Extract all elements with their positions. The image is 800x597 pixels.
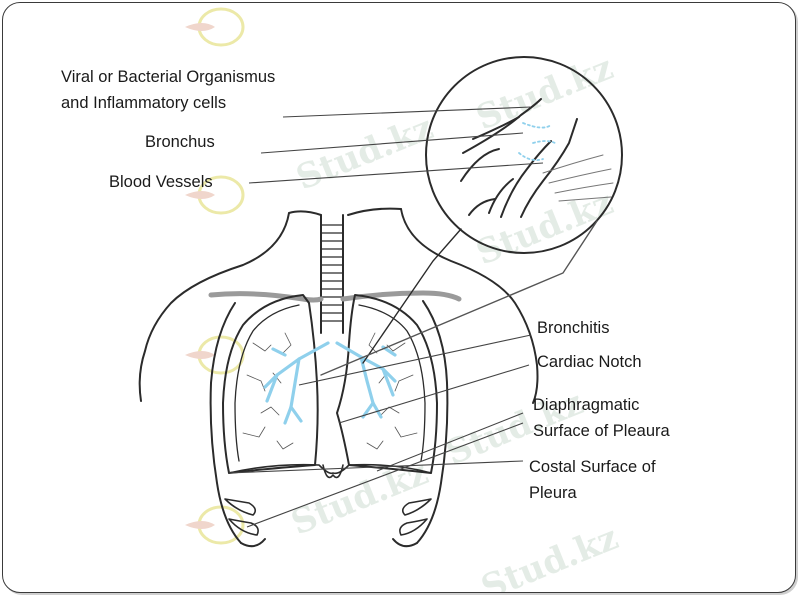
- label-cardiac-notch: Cardiac Notch: [537, 353, 642, 371]
- label-bronchitis: Bronchitis: [537, 319, 610, 337]
- leader-organisms: [282, 106, 532, 118]
- leader-costal: [228, 460, 524, 474]
- right-lung: [336, 294, 438, 474]
- rib-cage: [209, 300, 449, 548]
- leader-lines: [228, 106, 544, 528]
- watermark-logo-icon: [185, 7, 245, 47]
- torso-outline: [138, 207, 539, 404]
- leader-blood-vessels: [248, 162, 544, 184]
- lung-diagram: [138, 56, 623, 548]
- trachea: [320, 214, 344, 334]
- label-costal: Costal Surface of: [529, 458, 656, 476]
- leader-bronchitis: [298, 334, 532, 386]
- leader-cardiac-notch: [338, 364, 530, 424]
- label-bronchus: Bronchus: [145, 133, 215, 151]
- label-organisms: and Inflammatory cells: [61, 94, 227, 112]
- label-diaphragmatic: Diaphragmatic: [533, 396, 640, 414]
- left-clavicle: [208, 291, 324, 303]
- label-blood-vessels: Blood Vessels: [109, 173, 213, 191]
- lower-ribs: [224, 498, 432, 536]
- label-organisms: Viral or Bacterial Organismus: [61, 68, 276, 86]
- bronchial-tree: [263, 341, 397, 425]
- magnified-callout: [320, 56, 623, 376]
- label-costal: Pleura: [529, 484, 577, 502]
- leader-bronchus: [260, 132, 524, 154]
- leader-diaphragmatic: [376, 412, 524, 472]
- xiphoid: [322, 464, 344, 479]
- label-diaphragmatic: Surface of Pleaura: [533, 422, 670, 440]
- watermark-logo-icon: [185, 505, 245, 545]
- diaphragm: [228, 463, 432, 475]
- watermark-logo-icon: [185, 175, 245, 215]
